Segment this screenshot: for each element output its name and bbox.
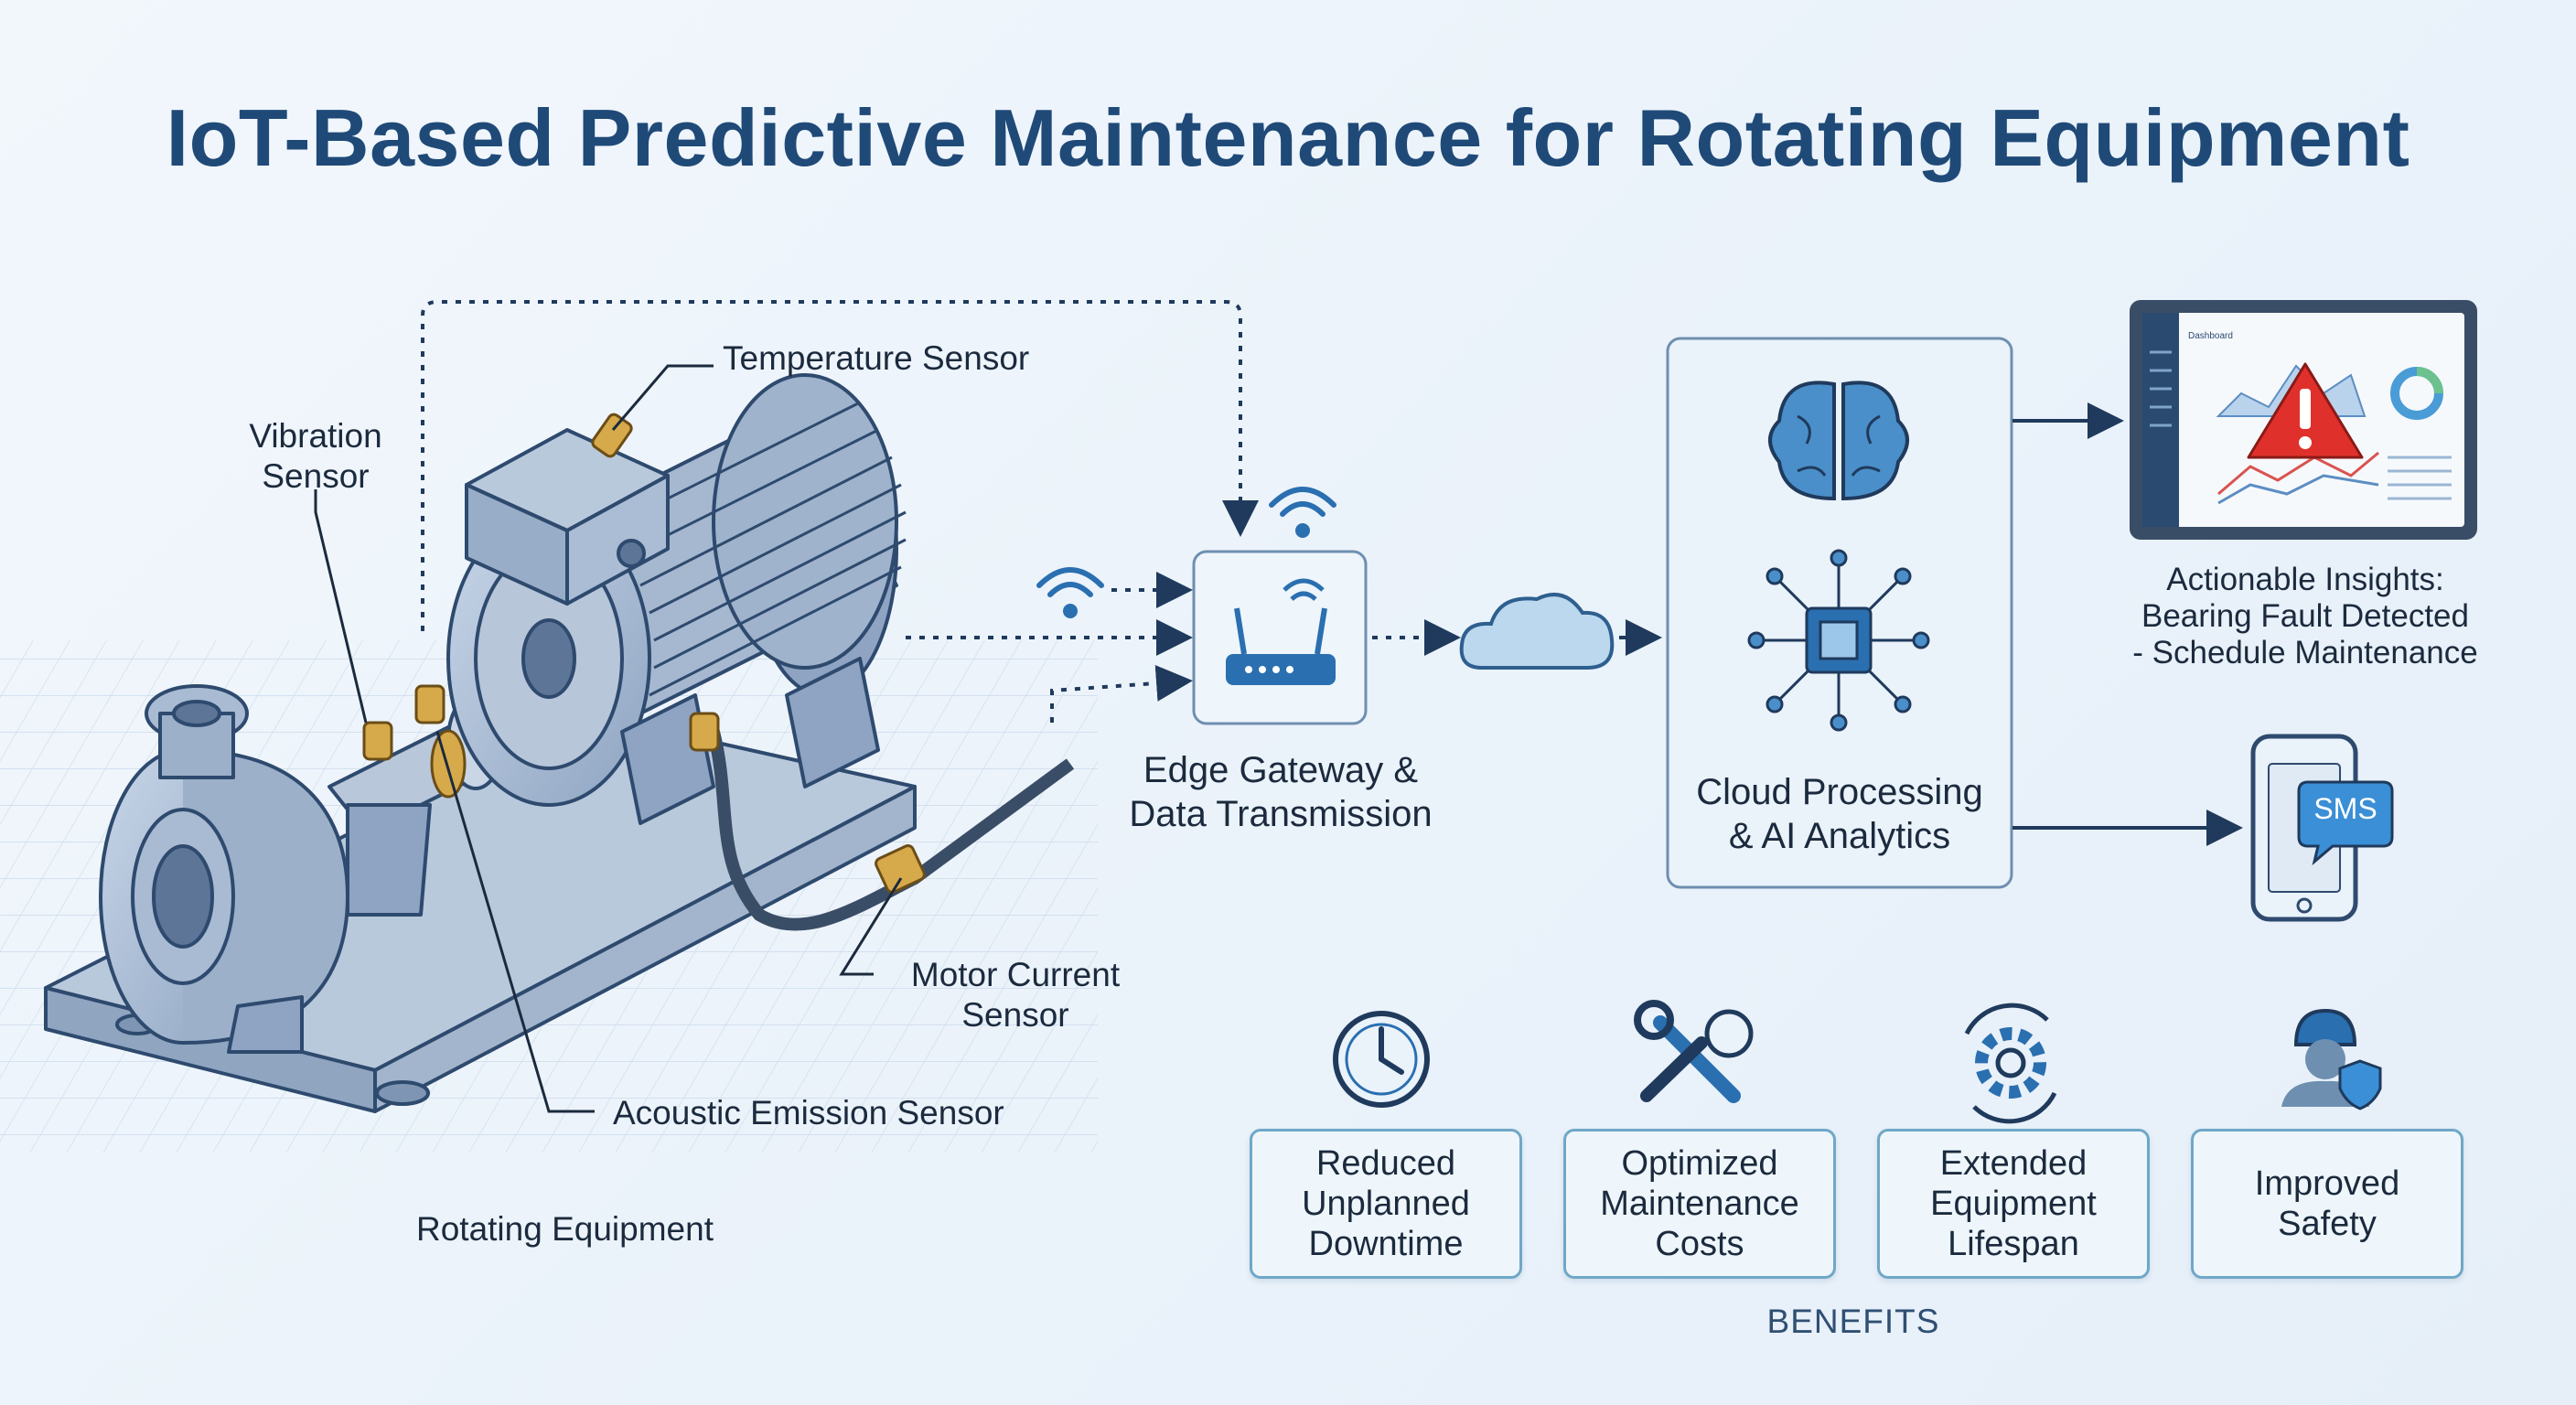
label-temperature-sensor: Temperature Sensor [723,339,1030,377]
label-rotating-equipment: Rotating Equipment [416,1210,714,1248]
gear-cycle-icon [1964,1003,2057,1124]
sms-text: SMS [2313,792,2377,825]
router-icon [1226,578,1336,685]
label-motor-current-sensor: Motor Current Sensor [910,956,1121,1034]
wifi-icon-left [1036,567,1104,618]
sensor-motor-current-icon [875,844,926,894]
benefit-card-extended-lifespan: Extended Equipment Lifespan [1877,1129,2150,1279]
rotating-equipment-illustration [44,373,1075,1113]
label-cloud-processing: Cloud Processing & AI Analytics [1696,772,1983,856]
cloud-processing-box [1666,337,2013,889]
wifi-icon-top [1269,487,1336,538]
edge-gateway-box [1192,550,1368,725]
benefit-card-improved-safety: Improved Safety [2191,1129,2463,1279]
brain-icon [1768,381,1909,501]
data-flow-lines [421,300,1461,723]
motor-body [446,373,907,825]
dashboard-tablet [2130,300,2477,540]
dashboard-title: Dashboard [2188,331,2233,341]
ai-chip-icon [1747,549,1930,732]
pump-volute [99,684,349,1054]
alert-warning-icon [2247,362,2364,459]
label-acoustic-emission-sensor: Acoustic Emission Sensor [613,1094,1004,1132]
label-edge-gateway: Edge Gateway & Data Transmission [1129,750,1433,834]
label-vibration-sensor: Vibration Sensor [249,417,382,495]
sensor-acoustic-icon [414,684,467,799]
worker-shield-icon [2281,1008,2382,1110]
benefits-caption: BENEFITS [1766,1303,1940,1340]
sensor-vibration-icon [362,721,393,761]
wrench-dollar-icon [1634,1000,1754,1103]
page-title: IoT-Based Predictive Maintenance for Rot… [166,92,2410,183]
benefit-card-reduced-downtime: Reduced Unplanned Downtime [1250,1129,1522,1279]
sensor-leader-lines [314,364,903,1113]
sensor-vibration-icon-2 [689,712,720,752]
benefit-card-optimized-costs: Optimized Maintenance Costs [1563,1129,1836,1279]
cloud-icon [1459,593,1615,670]
clock-icon [1333,1011,1430,1108]
sms-bubble-icon [2297,780,2394,866]
label-actionable-insights: Actionable Insights: Bearing Fault Detec… [2132,562,2478,670]
